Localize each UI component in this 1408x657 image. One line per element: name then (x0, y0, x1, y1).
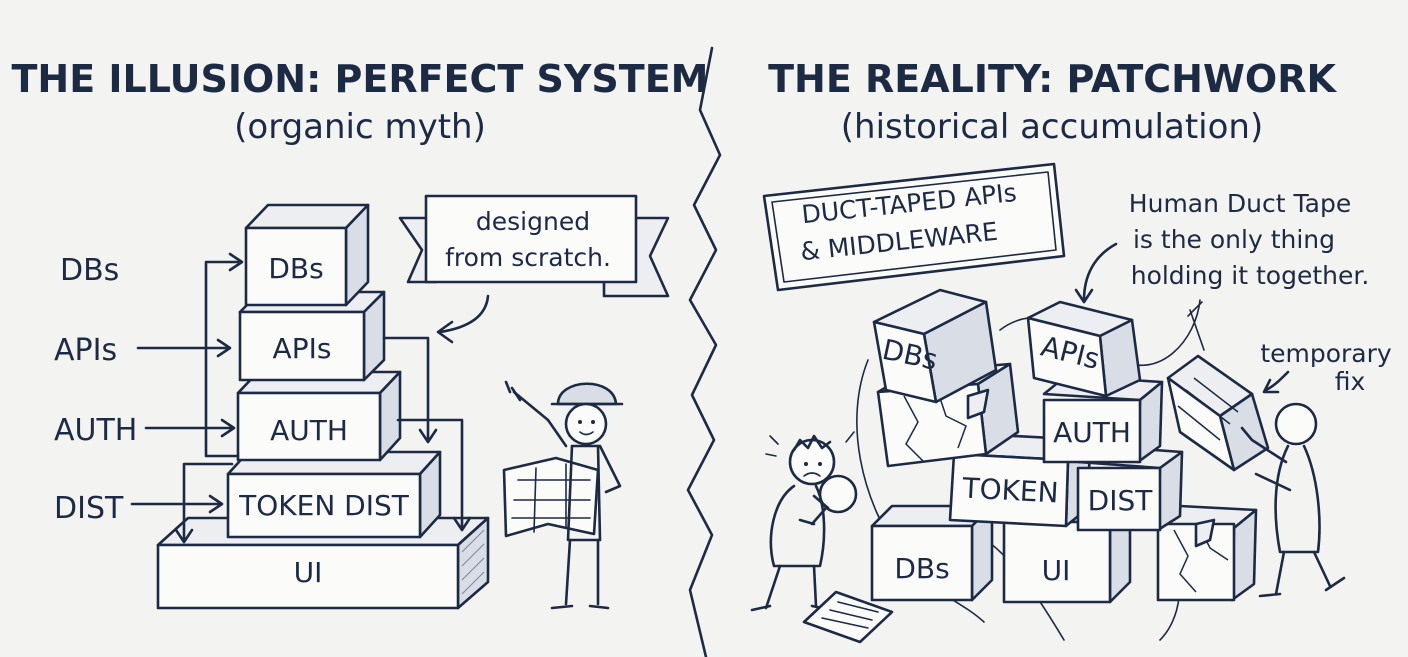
side-arrows (130, 338, 236, 514)
helper-person-figure (1240, 402, 1346, 598)
side-label-dbs: DBs (60, 253, 119, 288)
worried-person-figure (750, 431, 858, 612)
side-label-apis: APIs (54, 333, 117, 368)
illusion-title: THE ILLUSION: PERFECT SYSTEM (12, 57, 709, 101)
banner-arrow (436, 294, 490, 344)
duct-tape-sign (762, 162, 1066, 292)
human-tape-arrow (1074, 242, 1118, 304)
reality-title: THE REALITY: PATCHWORK (768, 57, 1337, 101)
pile-auth: AUTH (1053, 416, 1131, 449)
stack-apis: APIs (273, 332, 332, 365)
side-label-dist: DIST (54, 491, 124, 526)
side-label-auth: AUTH (54, 413, 137, 448)
temp-fix-line-1: temporary (1260, 339, 1392, 368)
engineer-figure (502, 380, 624, 610)
temp-fix-arrow (1262, 370, 1290, 394)
stack-auth: AUTH (270, 414, 348, 447)
reality-subtitle: (historical accumulation) (841, 107, 1263, 147)
stack-token-dist: TOKEN DIST (238, 489, 410, 522)
pile-dbs-bottom: DBs (894, 552, 949, 585)
fallen-paper (802, 590, 894, 644)
pile-dist: DIST (1088, 484, 1154, 517)
banner-line-1: designed (476, 207, 590, 236)
stack-ui: UI (294, 556, 323, 589)
stack-connector-arrows (174, 252, 472, 544)
human-tape-line-1: Human Duct Tape (1129, 189, 1351, 218)
human-tape-line-2: is the only thing (1133, 225, 1335, 254)
pile-token: TOKEN (961, 471, 1060, 509)
perfect-stack (156, 203, 490, 610)
patchwork-pile (856, 288, 1270, 641)
zigzag-divider (686, 46, 722, 657)
human-tape-line-3: holding it together. (1131, 261, 1370, 290)
stack-dbs: DBs (268, 252, 323, 285)
designed-banner (398, 194, 670, 298)
banner-line-2: from scratch. (445, 243, 611, 272)
pile-ui: UI (1042, 554, 1071, 587)
temp-fix-line-2: fix (1335, 367, 1366, 396)
illusion-subtitle: (organic myth) (234, 107, 486, 147)
